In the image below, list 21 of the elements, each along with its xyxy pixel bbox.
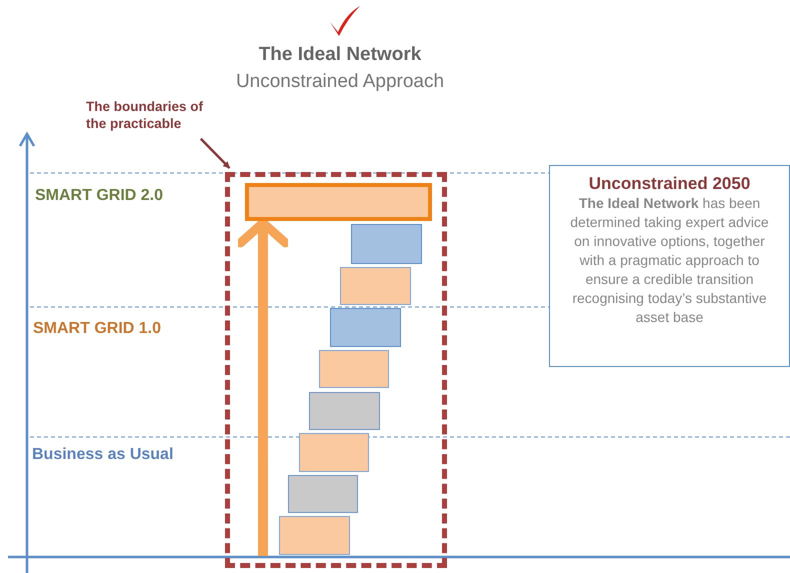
level-label: SMART GRID 2.0 (35, 187, 164, 205)
info-card (549, 165, 790, 367)
level-label: Business as Usual (32, 446, 174, 464)
step-bar (351, 224, 422, 264)
step-bar (309, 392, 380, 430)
level-label: SMART GRID 1.0 (33, 320, 162, 338)
step-bar (340, 267, 411, 305)
description-text: The Ideal Network has been determined taking expert advice on innovative options, together with a pragmatic approach to ensure a credible transition recognising today’s substantive asset base (569, 194, 770, 327)
step-bar (299, 433, 369, 472)
step-bar (279, 516, 350, 555)
title: The Ideal Network (258, 44, 422, 66)
step-bar (288, 475, 358, 513)
annotation-text: The boundaries of the practicable (86, 98, 226, 138)
subtitle: Unconstrained Approach (234, 71, 446, 93)
boundary-box (225, 172, 447, 568)
arrow (236, 218, 290, 556)
target-bar (245, 183, 432, 221)
step-bar (330, 308, 401, 347)
step-bar (319, 350, 389, 388)
card-heading: Unconstrained 2050 (588, 174, 752, 194)
leader-line (200, 138, 230, 169)
